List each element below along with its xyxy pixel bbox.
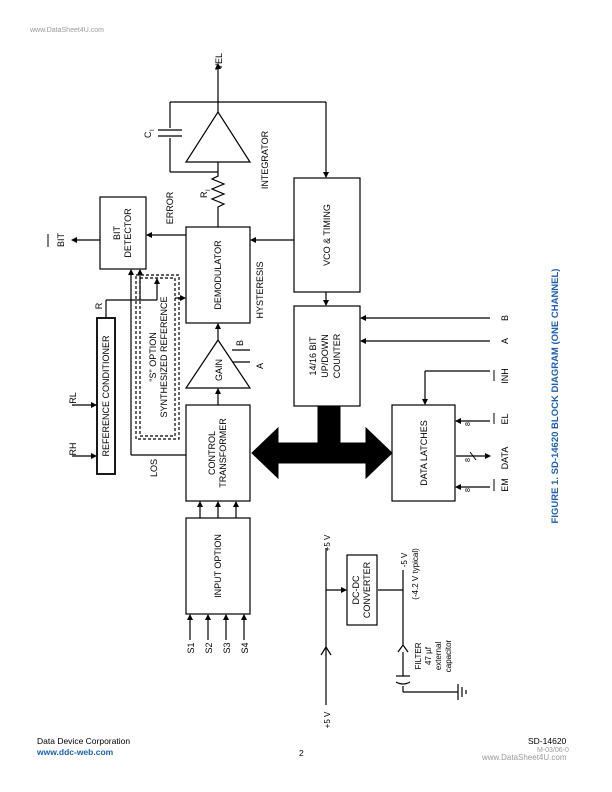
counter-label-3: COUNTER [332,333,342,378]
control-transformer-label-1: CONTROL [207,431,217,475]
dcdc-label-2: CONVERTER [362,561,372,618]
data-bus-width: 8 [465,458,472,462]
integrator-triangle [184,110,252,163]
dcdc-converter-block [346,554,378,626]
footer-page-number: 2 [299,748,304,758]
counter-label-1: 14/16 BIT [308,336,318,376]
watermark-top: www.DataSheet4U.com [30,27,104,34]
error-label: ERROR [165,191,175,224]
s-option-outer-border [135,274,180,440]
footer-rev: M-03/06-0 [537,747,569,754]
s-option-label-2: SYNTHESIZED REFERENCE [159,296,169,417]
vel-label: VEL [214,53,224,70]
ri-subscript: I [206,189,212,191]
counter-block [293,305,361,407]
integrator-label: INTEGRATOR [260,130,270,189]
reference-conditioner-label: REFERENCE CONDITIONER [101,335,111,457]
bit-detector-label-2: DETECTOR [123,208,133,258]
rh-label: RH [68,443,78,456]
filter-label-4: capacitor [444,639,453,672]
plus5v-top-label: +5 V [323,534,332,551]
minus5v-note: (-4.2 V typical) [411,548,420,600]
gain-a-label: A [255,363,265,369]
em-label: EM [500,478,510,492]
a-input-label: A [500,338,510,344]
demodulator-label: DEMODULATOR [213,240,223,310]
s-option-label-1: "S" OPTION [148,332,158,381]
footer-company: Data Device Corporation [37,736,131,746]
ri-resistor [210,172,226,227]
data-bus-arrow [251,406,393,480]
los-label: LOS [149,459,159,477]
vco-timing-block [293,177,361,293]
rl-label: RL [68,392,78,404]
figure-caption: FIGURE 1. SD-14620 BLOCK DIAGRAM (ONE CH… [550,269,561,524]
bit-detector-label-1: BIT [112,226,122,241]
filter-label-1: FILTER [414,642,423,669]
hysteresis-label: HYSTERESIS [255,261,265,318]
inh-label: INH [500,368,510,384]
filter-label-2: 47 µf [424,646,433,665]
dcdc-label-1: DC-DC [351,575,361,604]
s1-label: S1 [186,642,196,653]
control-transformer-label-2: TRANSFORMER [218,418,228,488]
em-bus-width: 8 [465,488,472,492]
el-label: EL [500,413,510,424]
counter-label-2: UP/DOWN [320,334,330,378]
ci-subscript: I [150,129,156,131]
el-bus-width: 8 [465,422,472,426]
ri-label: R [199,191,209,198]
ci-label: C [143,131,153,138]
bit-output-label: BIT [56,233,66,248]
data-latches-label: DATA LATCHES [419,420,429,486]
input-option-label: INPUT OPTION [213,534,223,598]
s2-label: S2 [204,642,214,653]
footer-website[interactable]: www.ddc-web.com [37,747,114,757]
watermark-bottom: www.DataSheet4U.com [482,753,567,762]
data-label: DATA [500,447,510,470]
s3-label: S3 [222,642,232,653]
r-label: R [94,302,104,309]
minus5v-label: -5 V [400,552,409,567]
gain-label: GAIN [214,359,224,381]
gain-b-label: B [235,340,245,346]
plus5v-bottom-label: +5 V [323,711,332,728]
s4-label: S4 [240,642,250,653]
filter-label-3: external [434,642,443,671]
b-input-label: B [500,315,510,321]
footer-doc-id: SD-14620 [528,736,567,746]
vco-timing-label: VCO & TIMING [322,204,332,266]
